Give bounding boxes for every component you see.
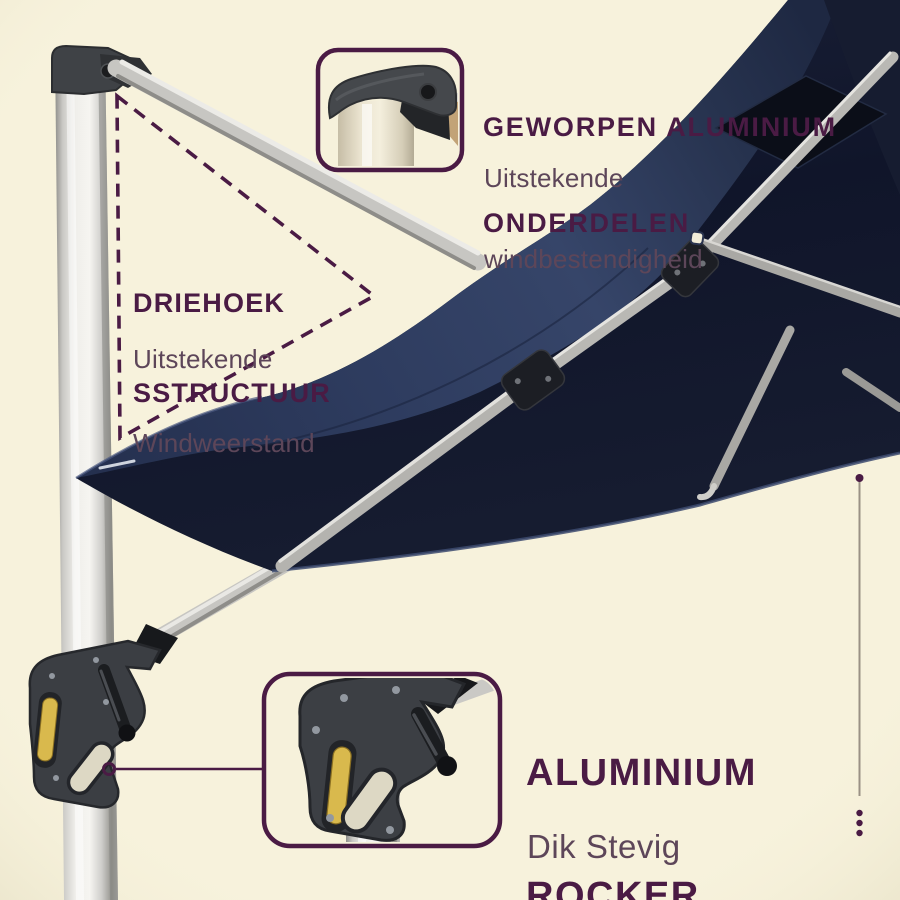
title-line: GEWORPEN ALUMINIUM [483, 112, 837, 142]
rocker-connector [102, 762, 264, 776]
title-line: ROCKER [526, 875, 700, 900]
subtitle-line: Uitstekende [484, 163, 624, 193]
connector-ring-icon [102, 762, 116, 776]
title-line: ALUMINIUM [526, 752, 757, 794]
canopy-ridge-highlight [75, 395, 263, 480]
callout-subtitle-rocker: Dik Stevig [527, 757, 681, 900]
subtitle-line: Dik Stevig [527, 828, 681, 865]
upper-support-arm [107, 59, 487, 271]
title-line: SSTRUCTUUR [133, 378, 331, 408]
subtitle-line: Windweerstand [133, 428, 315, 458]
crank-handle [28, 624, 178, 809]
canopy-top-band [76, 0, 838, 478]
ellipsis-dots-icon [856, 809, 863, 837]
subtitle-line: Uitstekende [133, 344, 273, 374]
triangle-annotation-outline [115, 92, 378, 442]
title-line: ONDERDELEN [483, 208, 691, 238]
callout-title-cast-parts: GEWORPEN ALUMINIUM ONDERDELEN [483, 47, 837, 303]
canopy-hem-highlight [271, 451, 900, 573]
canopy-tip-seam [98, 459, 136, 470]
canopy-ribs [275, 51, 900, 573]
pointer-dot [855, 474, 864, 482]
callout-box-cast-parts [315, 47, 465, 173]
callout-title-rocker: ALUMINIUM ROCKER [526, 671, 757, 900]
fabric-vent-hole [689, 230, 705, 246]
canopy-fold-line [249, 247, 649, 449]
canopy-corner-panel [824, 0, 900, 195]
umbrella-canopy [75, 0, 900, 573]
title-line: DRIEHOEK [133, 288, 286, 318]
subtitle-line: windbestendigheid [484, 244, 703, 274]
measure-line [855, 474, 864, 837]
callout-subtitle-cast-parts: Uitstekende windbestendigheid [484, 111, 703, 327]
callout-title-triangle: DRIEHOEK SSTRUCTUUR [133, 228, 331, 468]
canopy-corner-flap [714, 75, 888, 169]
callout-subtitle-triangle: Uitstekende Windweerstand [133, 289, 315, 513]
callout-box-rocker [261, 671, 503, 849]
